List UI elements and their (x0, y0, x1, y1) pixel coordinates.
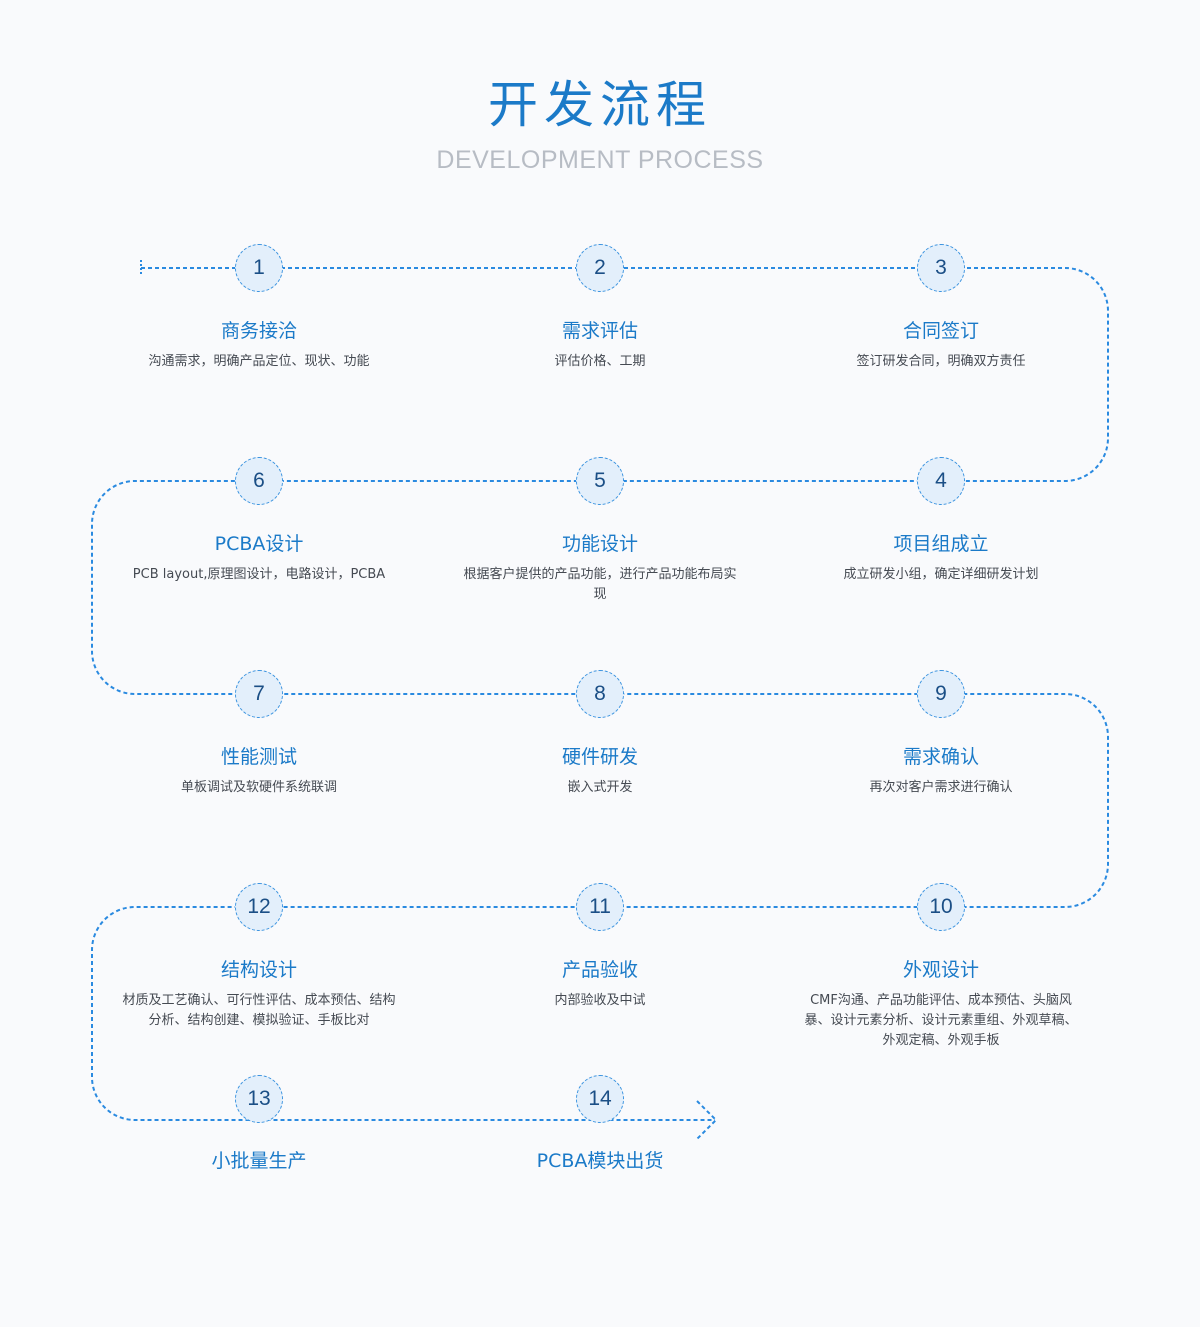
step-3-title: 合同签订 (902, 320, 979, 342)
step-7-title: 性能测试 (220, 746, 297, 768)
step-6-desc: PCB layout,原理图设计，电路设计，PCBA (132, 567, 386, 582)
step-2-desc: 评估价格、工期 (554, 354, 646, 369)
step-9-desc: 再次对客户需求进行确认 (869, 780, 1013, 795)
step-14-node: 14 (576, 1075, 624, 1123)
step-1-node: 1 (235, 244, 283, 292)
step-1-title: 商务接洽 (220, 320, 297, 342)
step-8-node: 8 (576, 670, 624, 718)
step-13-title: 小批量生产 (211, 1150, 307, 1172)
step-10-desc: CMF沟通、产品功能评估、成本预估、头脑风暴、设计元素分析、设计元素重组、外观草… (804, 993, 1078, 1048)
step-7-desc: 单板调试及软硬件系统联调 (180, 780, 337, 795)
step-10-node: 10 (917, 883, 965, 931)
step-4-node: 4 (917, 457, 965, 505)
step-11-node: 11 (576, 883, 624, 931)
step-3-node: 3 (917, 244, 965, 292)
step-13-node: 13 (235, 1075, 283, 1123)
step-12-desc: 材质及工艺确认、可行性评估、成本预估、结构分析、结构创建、模拟验证、手板比对 (122, 993, 396, 1028)
step-5-node: 5 (576, 457, 624, 505)
step-14-title: PCBA模块出货 (536, 1150, 664, 1172)
step-10-title: 外观设计 (902, 959, 979, 981)
step-2-node: 2 (576, 244, 624, 292)
step-9-title: 需求确认 (902, 746, 979, 768)
step-12-node: 12 (235, 883, 283, 931)
step-7-node: 7 (235, 670, 283, 718)
step-3-desc: 签订研发合同，明确双方责任 (856, 354, 1026, 369)
step-2-title: 需求评估 (561, 320, 638, 342)
step-4-title: 项目组成立 (893, 533, 989, 555)
step-8-title: 硬件研发 (561, 746, 638, 768)
step-12-title: 结构设计 (220, 959, 297, 981)
step-5-title: 功能设计 (561, 533, 638, 555)
page-title: 开发流程 (488, 76, 712, 134)
step-11-desc: 内部验收及中试 (554, 993, 646, 1008)
step-11-title: 产品验收 (561, 959, 638, 981)
page-subtitle: DEVELOPMENT PROCESS (436, 146, 764, 174)
step-6-node: 6 (235, 457, 283, 505)
step-4-desc: 成立研发小组，确定详细研发计划 (843, 567, 1039, 582)
step-9-node: 9 (917, 670, 965, 718)
step-1-desc: 沟通需求，明确产品定位、现状、功能 (148, 354, 370, 369)
step-5-desc: 根据客户提供的产品功能，进行产品功能布局实现 (463, 567, 737, 602)
step-6-title: PCBA设计 (214, 533, 304, 555)
step-8-desc: 嵌入式开发 (567, 780, 633, 795)
